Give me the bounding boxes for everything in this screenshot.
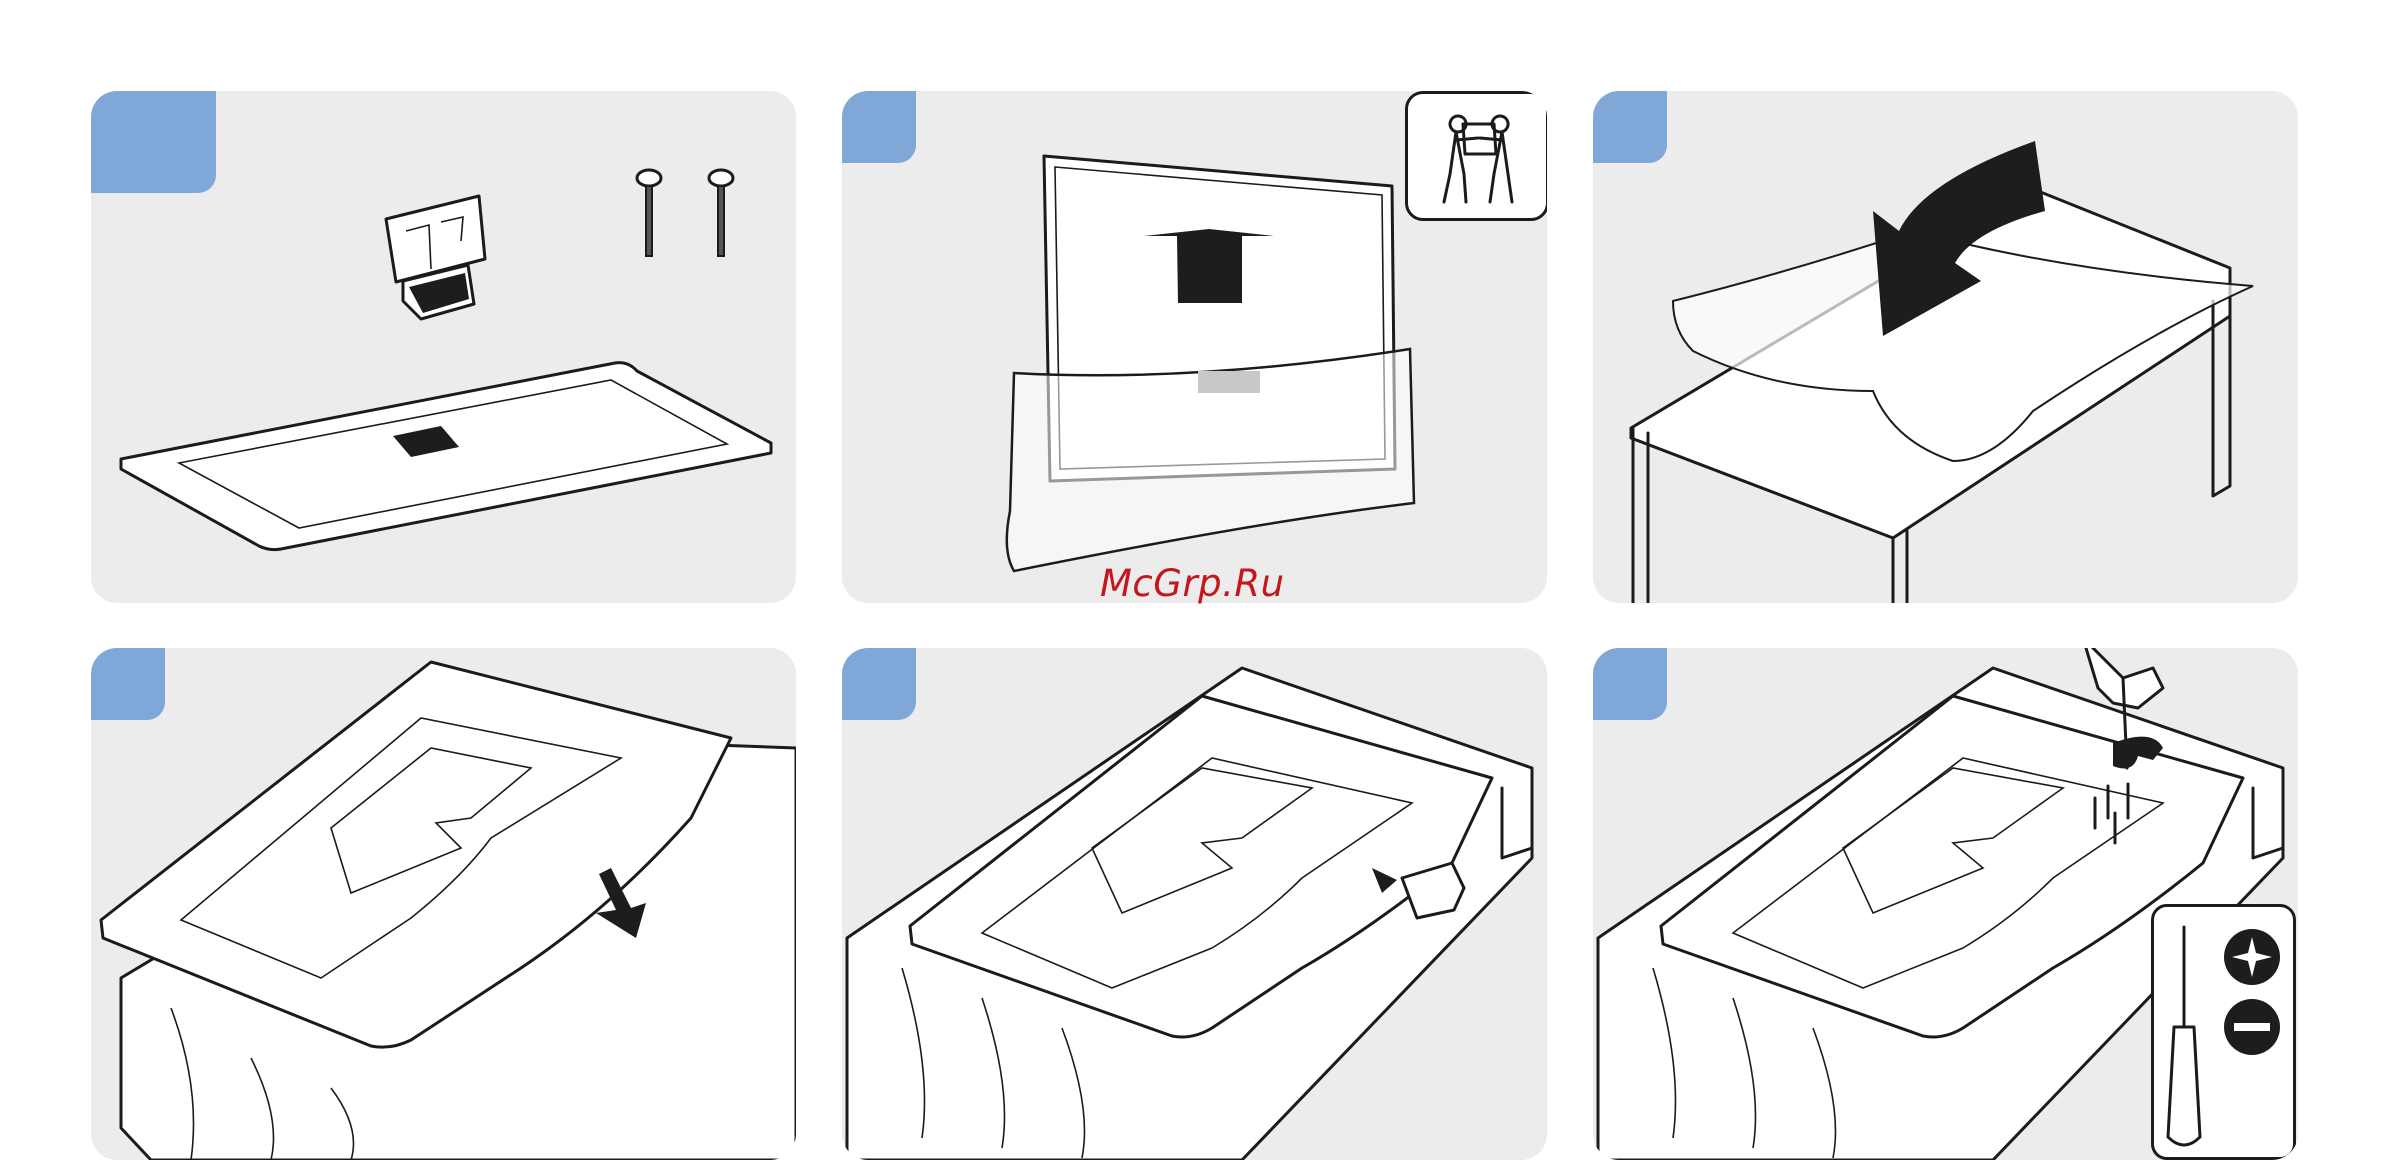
step-badge-4 xyxy=(91,648,165,720)
stand-base xyxy=(121,363,771,550)
stand-neck xyxy=(386,196,485,319)
attach-stand-neck-illustration xyxy=(842,648,1547,1160)
watermark: McGrp.Ru xyxy=(1100,562,1300,605)
step-2-panel xyxy=(842,91,1547,603)
screwdriver-phillips-flat-icon xyxy=(2151,904,2296,1160)
step-5-panel xyxy=(842,648,1547,1160)
step-badge-6 xyxy=(1593,648,1667,720)
screw-right xyxy=(709,170,733,256)
cover-table-with-cloth-illustration xyxy=(1593,91,2298,603)
screw-left xyxy=(637,170,661,256)
step-badge-2 xyxy=(842,91,916,163)
step-4-panel xyxy=(91,648,796,1160)
plastic-bag xyxy=(1007,349,1414,571)
step-badge-1 xyxy=(91,91,216,193)
place-tv-face-down-insert-neck-illustration xyxy=(91,648,796,1160)
step-badge-5 xyxy=(842,648,916,720)
two-person-lift-icon xyxy=(1405,91,1547,221)
step-1-panel xyxy=(91,91,796,603)
step-6-panel xyxy=(1593,648,2298,1160)
step-badge-3 xyxy=(1593,91,1667,163)
step-3-panel xyxy=(1593,91,2298,603)
